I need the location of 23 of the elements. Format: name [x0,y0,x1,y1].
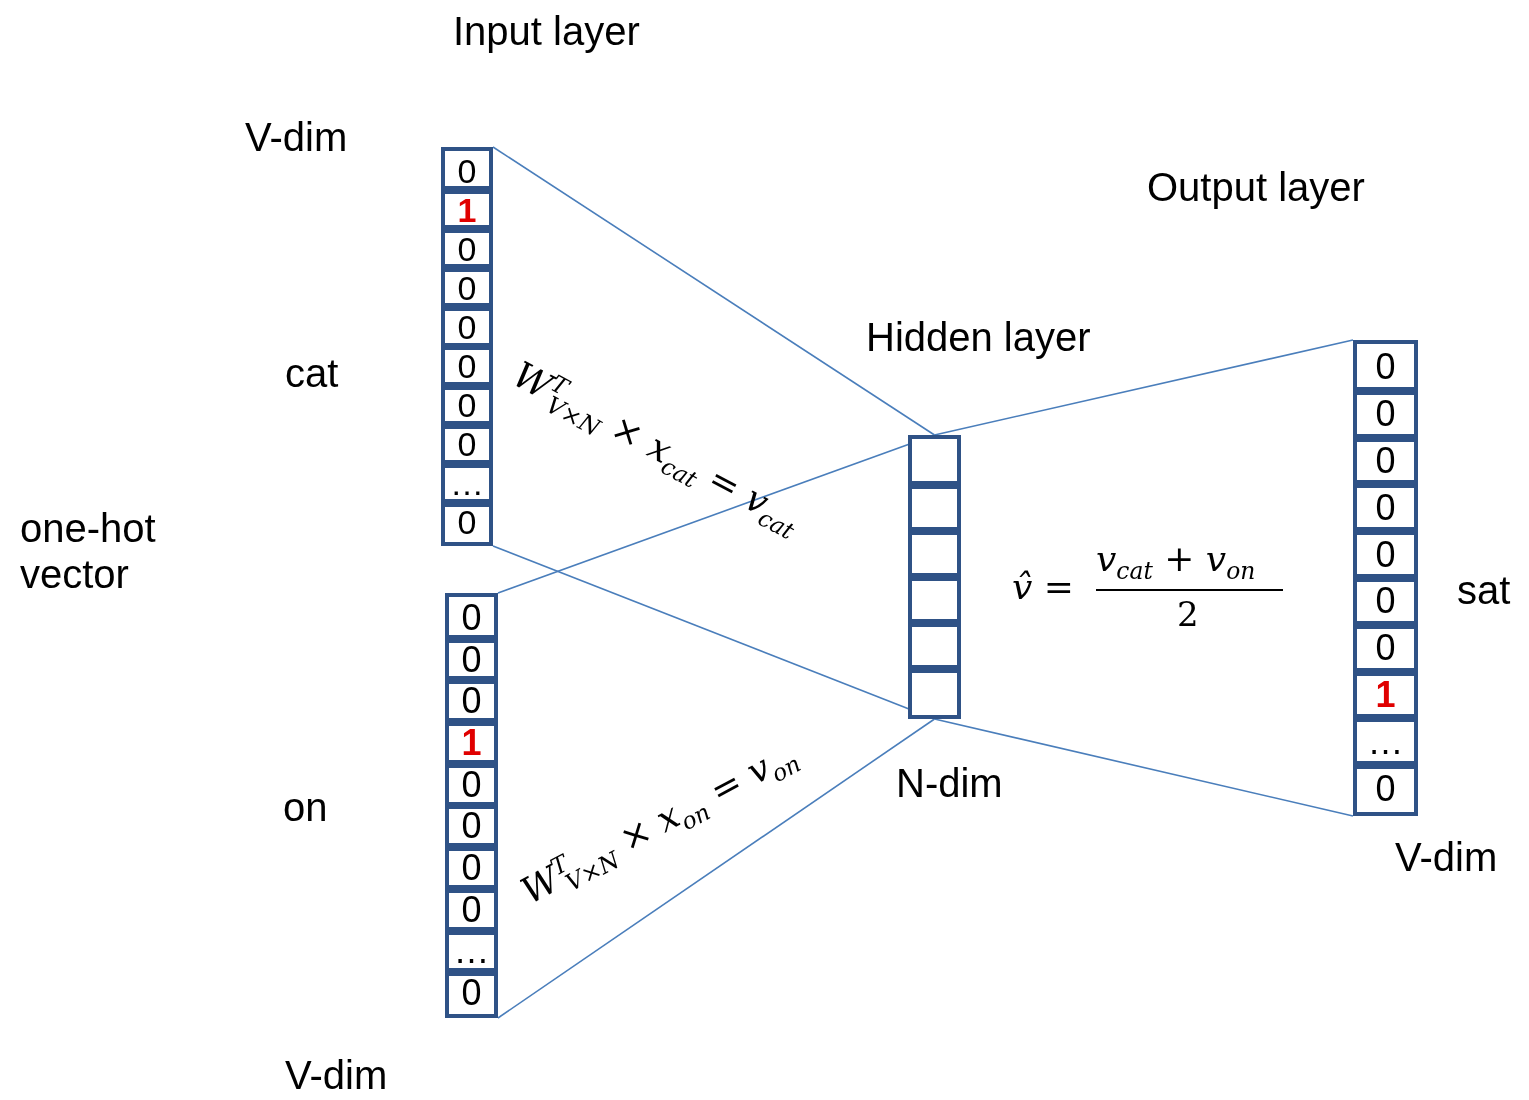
dimension-label: V-dim [285,1052,388,1098]
formula: v̂ = [1012,566,1074,608]
word-label: cat [285,350,339,396]
connector-line [492,146,936,436]
vector-column [1353,340,1418,816]
dimension-label: N-dim [896,760,1003,806]
layer-title: Output layer [1147,164,1365,210]
dimension-label: V-dim [1395,834,1498,880]
connector-line [933,718,1354,817]
layer-title: Input layer [453,8,640,54]
formula: v$_{cat}$ + v$_{on}$ [1096,538,1256,586]
caption-text: one-hot vector [20,505,157,597]
dimension-label: V-dim [245,114,348,160]
word-label: sat [1457,567,1511,613]
layer-title: Hidden layer [866,314,1091,360]
formula: 2 [1177,595,1199,635]
connector-line [933,339,1354,436]
vector-column [441,147,493,546]
connector-line [497,434,936,594]
word-label: on [283,784,328,830]
connector-line [497,718,936,1019]
vector-column [445,593,498,1018]
vector-column [908,435,961,719]
